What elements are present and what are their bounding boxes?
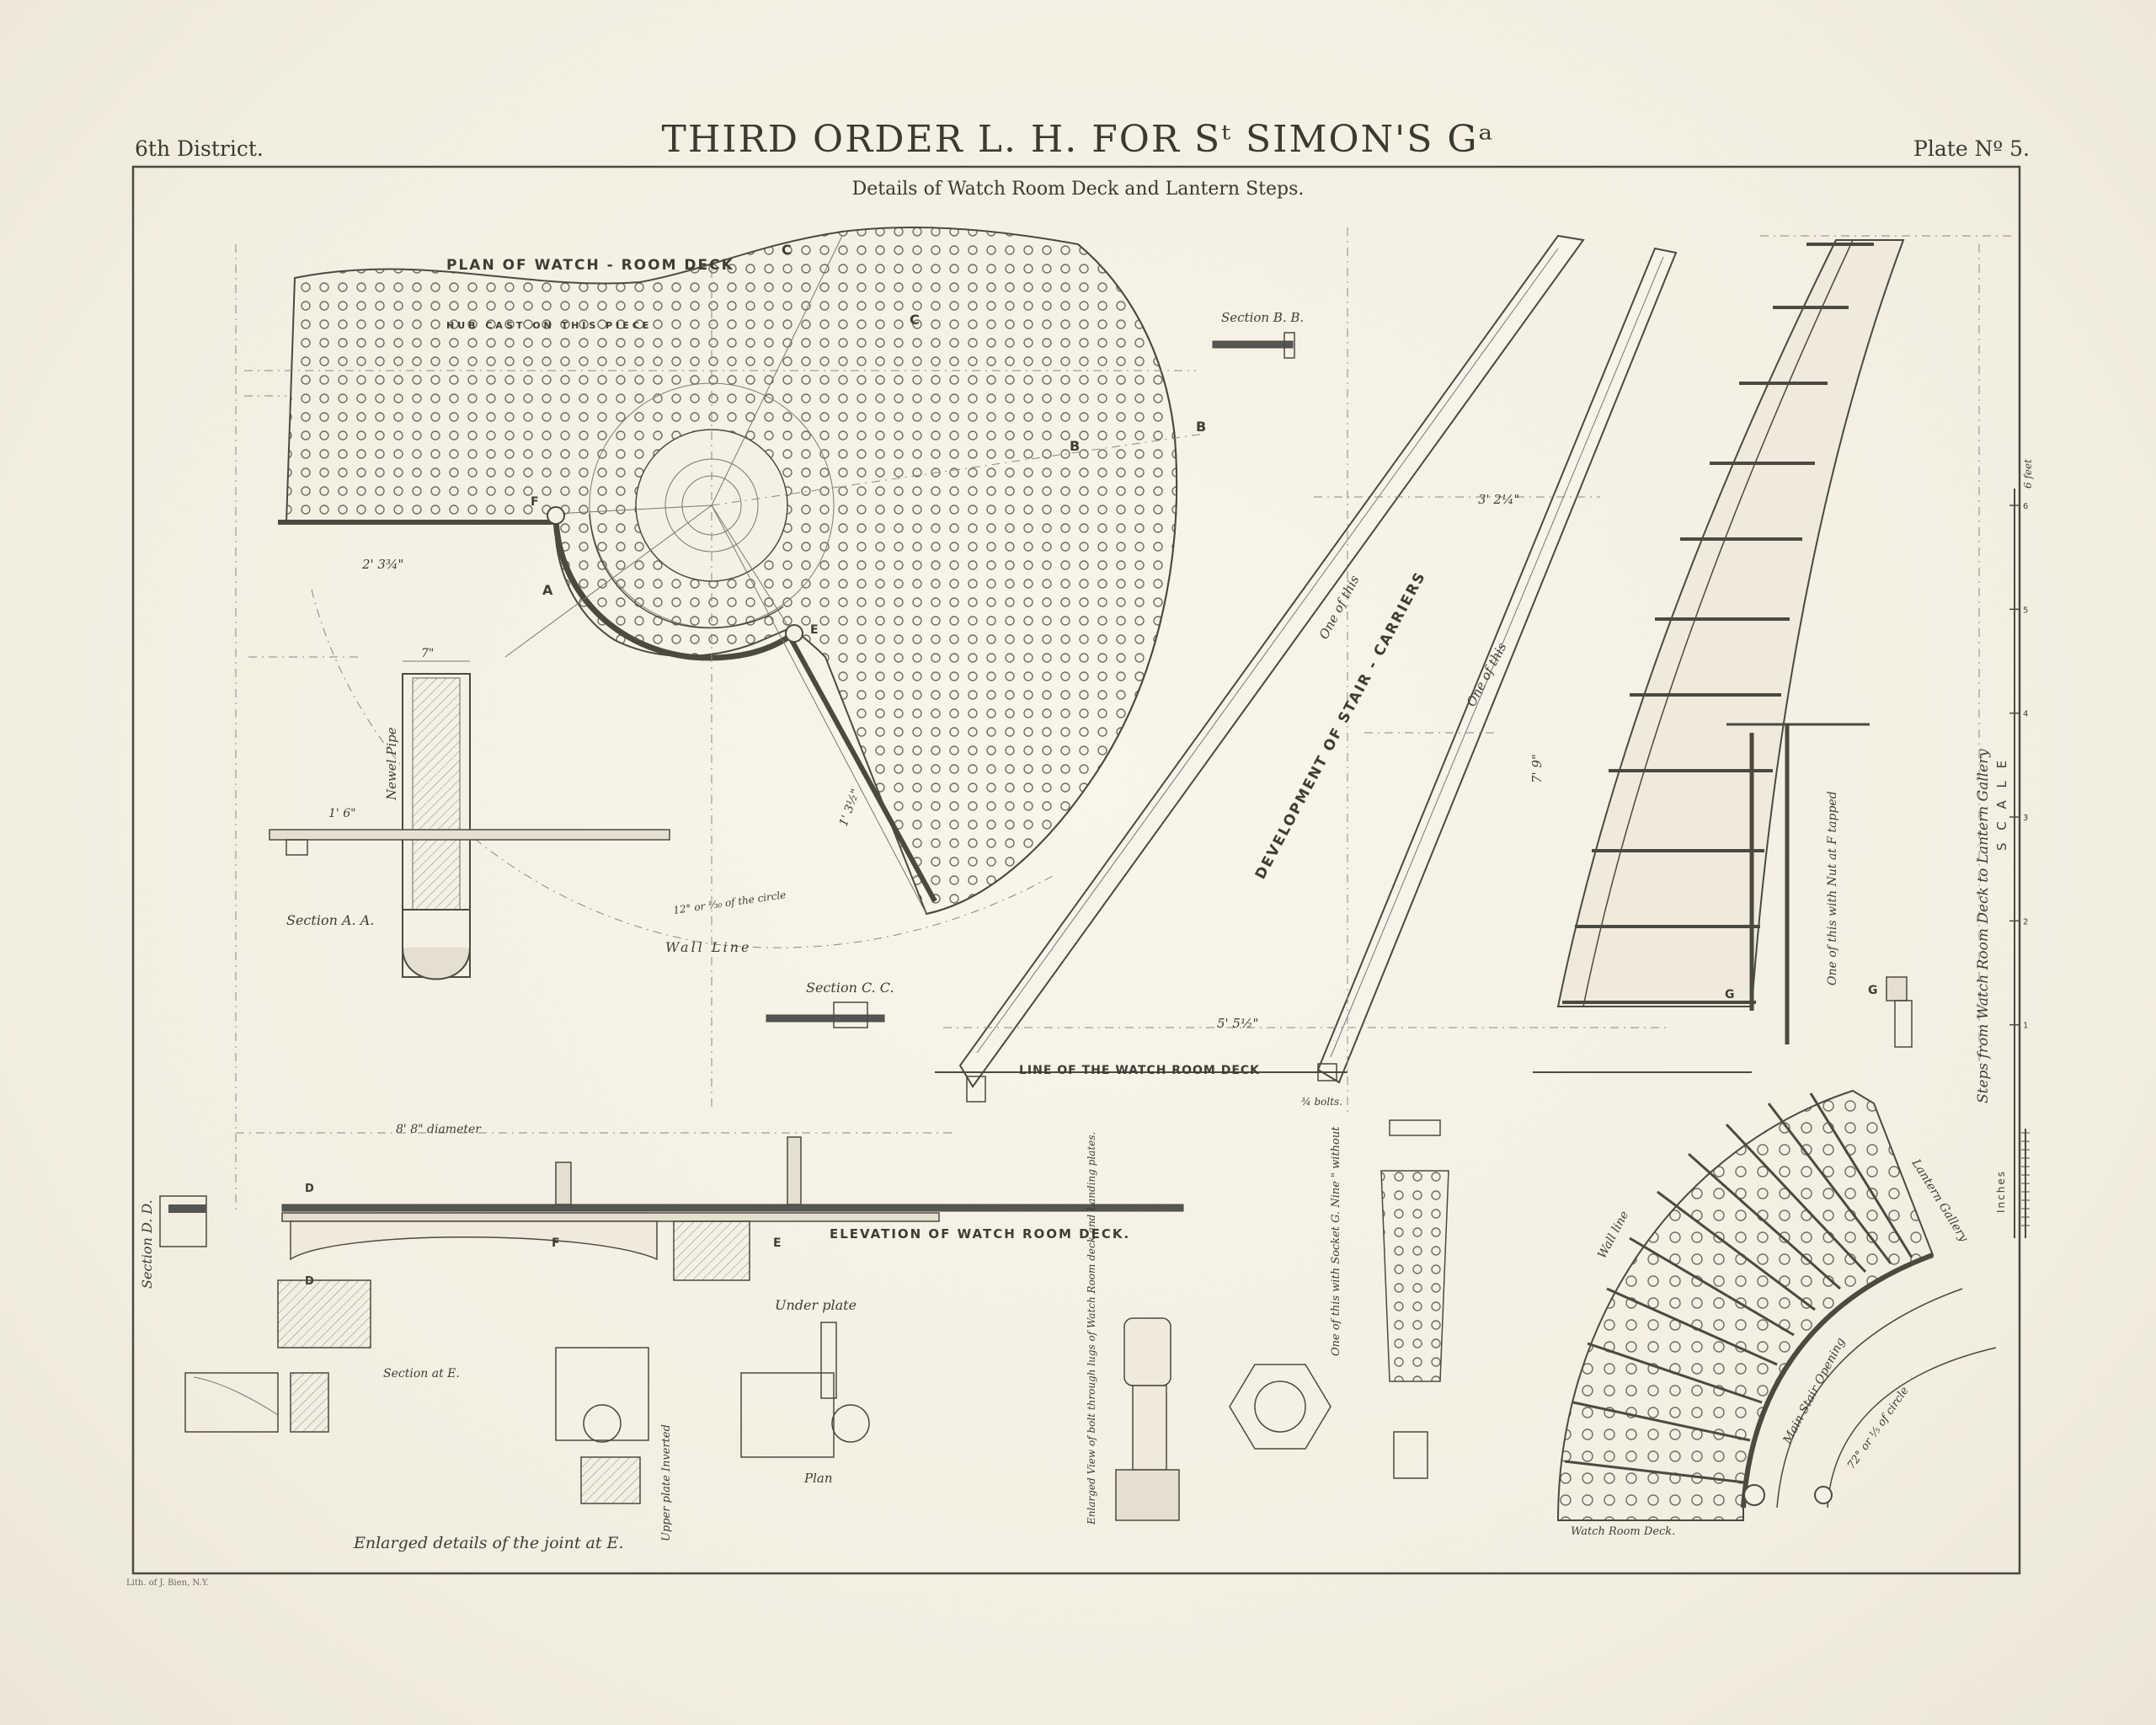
enlarged-joint-label: Enlarged details of the joint at E. bbox=[353, 1534, 623, 1552]
wall-line-label: Wall Line bbox=[665, 939, 751, 955]
plate-subtitle: Details of Watch Room Deck and Lantern S… bbox=[851, 179, 1305, 200]
dim-1-3-1-2: 1' 3½" bbox=[837, 788, 863, 829]
socket-g-label: One of this with Socket G. Nine " withou… bbox=[1330, 1126, 1342, 1356]
plate-border bbox=[131, 165, 2021, 1575]
plate-number: Plate Nº 5. bbox=[1913, 136, 2030, 161]
marker-c-mid: C bbox=[910, 312, 920, 328]
marker-f-elev: F bbox=[552, 1236, 560, 1250]
scale-tick-label: 4 bbox=[2023, 710, 2028, 719]
marker-b-plan: B bbox=[1196, 419, 1206, 435]
marker-g-detail: G bbox=[1868, 984, 1878, 997]
lithographer-credit: Lith. of J. Bien, N.Y. bbox=[126, 1578, 210, 1588]
dim-2-3-3-4: 2' 3¾" bbox=[361, 557, 403, 572]
bolt-detail: Enlarged View of bolt through lugs of Wa… bbox=[1086, 1132, 1331, 1525]
circle-note: 12° or ¹⁄₃₀ of the circle bbox=[672, 889, 787, 916]
hub-cast-note: HUB CAST ON THIS PIECE bbox=[446, 320, 652, 331]
scale-tick-label: 5 bbox=[2023, 606, 2028, 615]
nut-note: One of this with Nut at F tapped bbox=[1826, 791, 1839, 985]
plan-title: PLAN OF WATCH - ROOM DECK bbox=[446, 257, 734, 274]
enlarged-bolt-label: Enlarged View of bolt through lugs of Wa… bbox=[1086, 1132, 1097, 1525]
dim-5-5-1-2: 5' 5½" bbox=[1217, 1016, 1258, 1031]
marker-e-elev: E bbox=[773, 1236, 782, 1250]
elevation-watch-room-deck: 8' 8" diameter ELEVATION OF WATCH ROOM D… bbox=[139, 1123, 1184, 1289]
stair-elevation: G G One of this with Nut at F tapped bbox=[1556, 235, 2013, 1061]
diameter-label: 8' 8" diameter bbox=[396, 1123, 482, 1136]
socket-g-detail: One of this with Socket G. Nine " withou… bbox=[1330, 1119, 1449, 1479]
dim-7: 7" bbox=[421, 647, 434, 660]
newel-pipe-section-aa: 7" 1' 6" Newel Pipe Section A. A. bbox=[248, 647, 670, 980]
landing-plan: Lantern Gallery Wall line Main Stair Ope… bbox=[1556, 1089, 1997, 1538]
scale-ticks: 1 2 3 4 5 6 bbox=[2009, 502, 2030, 1226]
section-bb-label: Section B. B. bbox=[1221, 310, 1304, 325]
scale-tick-label: 1 bbox=[2023, 1022, 2028, 1031]
wall-line-landing: Wall line bbox=[1595, 1209, 1631, 1261]
dim-3-2-1-4: 3' 2¼" bbox=[1478, 492, 1519, 507]
marker-c-top: C bbox=[782, 242, 792, 258]
elevation-label: ELEVATION OF WATCH ROOM DECK. bbox=[830, 1226, 1130, 1242]
carrier-right bbox=[1316, 247, 1678, 1084]
marker-d-elev: D bbox=[305, 1183, 314, 1195]
bolts-label: ¾ bolts. bbox=[1301, 1096, 1342, 1108]
inches-label: Inches bbox=[1995, 1170, 2007, 1213]
watch-room-deck-label: Watch Room Deck. bbox=[1571, 1525, 1675, 1538]
scale-bar: Steps from Watch Room Deck to Lantern Ga… bbox=[1975, 459, 2034, 1238]
district-label: 6th District. bbox=[135, 136, 264, 161]
six-feet-label: 6 feet bbox=[2022, 459, 2034, 489]
scale-label: S C A L E bbox=[1994, 756, 2009, 851]
stair-opening-arc bbox=[552, 513, 798, 661]
section-e-label: Section at E. bbox=[383, 1367, 460, 1381]
plan-label: Plan bbox=[803, 1471, 833, 1486]
dim-7-9: 7' 9" bbox=[1529, 754, 1545, 783]
scale-tick-label: 6 bbox=[2023, 502, 2028, 511]
joint-details-e: Section at E. Upper plate Inverted Enlar… bbox=[184, 1279, 870, 1552]
dim-1-6: 1' 6" bbox=[328, 807, 356, 820]
line-watch-room-deck: LINE OF THE WATCH ROOM DECK bbox=[1019, 1064, 1260, 1077]
section-aa-label: Section A. A. bbox=[286, 912, 374, 928]
section-dd-label: Section D. D. bbox=[139, 1199, 155, 1289]
marker-a: A bbox=[542, 582, 553, 598]
plan-watch-room-deck: PLAN OF WATCH - ROOM DECK HUB CAST ON TH… bbox=[235, 227, 1206, 1213]
marker-b-inner: B bbox=[1070, 438, 1080, 454]
marker-e-plan: E bbox=[810, 623, 819, 637]
upper-plate-label: Upper plate Inverted bbox=[660, 1424, 673, 1541]
under-plate-label: Under plate bbox=[775, 1297, 857, 1313]
scale-tick-label: 2 bbox=[2023, 917, 2028, 927]
stair-stringer-outer bbox=[1556, 239, 1905, 1007]
newel-pipe-label: Newel Pipe bbox=[384, 727, 399, 801]
deck-beam bbox=[789, 638, 937, 903]
carrier-left bbox=[958, 234, 1585, 1088]
section-cc: Section C. C. bbox=[766, 980, 894, 1028]
section-bb: Section B. B. bbox=[1212, 310, 1304, 359]
scale-tick-label: 3 bbox=[2023, 814, 2028, 823]
plate-title: THIRD ORDER L. H. FOR Sᵗ SIMON'S Gᵃ bbox=[661, 118, 1495, 161]
marker-g-stair: G bbox=[1725, 988, 1735, 1001]
section-cc-label: Section C. C. bbox=[806, 980, 894, 996]
steps-label: Steps from Watch Room Deck to Lantern Ga… bbox=[1975, 749, 1992, 1103]
marker-f-plan: F bbox=[531, 495, 539, 509]
